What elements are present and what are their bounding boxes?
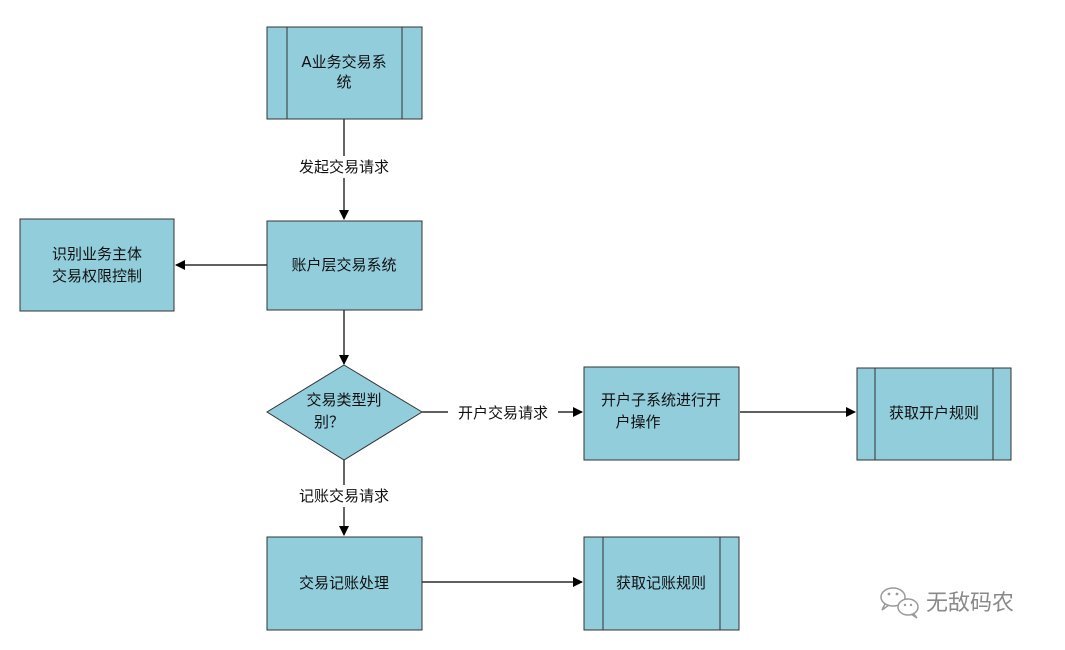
node-decision-line-1: 交易类型判 [306,391,381,409]
node-identify-line-1: 识别业务主体 [52,245,142,263]
wechat-icon [880,587,919,619]
node-open-rules-line-1: 获取开户规则 [889,404,979,422]
node-identify-line-2: 交易权限控制 [52,267,142,285]
edges [175,119,856,587]
nodes: A业务交易系 统 账户层交易系统 识别业务主体 交易权限控制 交易类型判 别？ … [19,26,1012,631]
node-account-system-line-1: 账户层交易系统 [291,256,396,274]
node-identify: 识别业务主体 交易权限控制 [19,218,175,312]
node-a-system: A业务交易系 统 [266,26,423,120]
edge-label-ledger-request: 记账交易请求 [299,487,389,505]
node-ledger-rules-line-1: 获取记账规则 [616,574,706,592]
node-decision: 交易类型判 别？ [266,364,423,461]
watermark-text: 无敌码农 [926,591,1014,616]
node-open-subsystem-line-1: 开户子系统进行开 [601,391,721,409]
node-open-subsystem: 开户子系统进行开 户操作 [583,366,740,461]
watermark: 无敌码农 [880,587,1014,619]
node-a-system-line-2: 统 [336,73,351,91]
edge-label-open-request: 开户交易请求 [458,404,548,422]
node-ledger: 交易记账处理 [266,536,423,631]
node-a-system-line-1: A业务交易系 [301,53,386,71]
edge-label-initiate: 发起交易请求 [299,158,389,176]
node-ledger-rules: 获取记账规则 [583,536,740,631]
edge-labels: 发起交易请求 开户交易请求 记账交易请求 [290,156,558,507]
node-open-subsystem-line-2: 户操作 [615,413,660,431]
node-account-system: 账户层交易系统 [266,220,423,311]
node-ledger-line-1: 交易记账处理 [299,574,389,592]
node-decision-line-2: 别？ [314,413,344,431]
node-open-rules: 获取开户规则 [856,367,1012,461]
